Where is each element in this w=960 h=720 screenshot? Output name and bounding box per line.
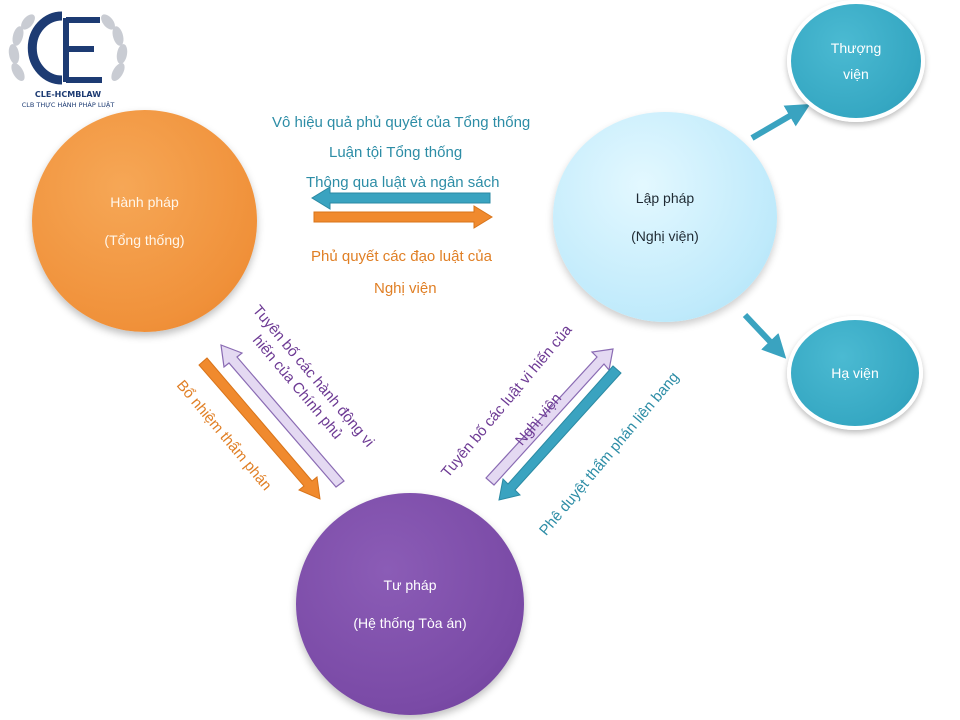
arrow-leg-to-jud xyxy=(498,365,622,501)
label-pass-laws: Thông qua luật và ngân sách xyxy=(306,174,500,191)
executive-subtitle: (Tổng thống) xyxy=(104,232,185,248)
arrow-exec-to-jud xyxy=(198,357,321,500)
legislative-title: Lập pháp xyxy=(635,190,695,206)
legislative-subtitle: (Nghị viện) xyxy=(631,228,699,244)
senate-subtitle: viện xyxy=(843,66,869,82)
logo-org-text: CLE-HCMBLAW xyxy=(35,90,101,99)
label-veto-laws: Phủ quyết các đạo luật của xyxy=(311,248,492,265)
judicial-subtitle: (Hệ thống Tòa án) xyxy=(353,615,467,631)
arrow-jud-to-leg xyxy=(485,348,614,486)
node-executive: Hành pháp (Tổng thống) xyxy=(32,110,257,332)
label-veto-laws-2: Nghị viện xyxy=(374,280,437,297)
ce-monogram xyxy=(27,11,102,85)
house-title: Hạ viện xyxy=(831,365,879,381)
arrow-leg-to-senate xyxy=(750,103,811,141)
arrow-leg-to-house xyxy=(742,312,787,359)
laurel-wreath-icon xyxy=(8,14,128,82)
node-legislative: Lập pháp (Nghị viện) xyxy=(553,112,777,322)
executive-title: Hành pháp xyxy=(110,194,179,210)
logo-tagline-text: CLB THỰC HÀNH PHÁP LUẬT xyxy=(22,100,115,109)
cle-logo: CLE-HCMBLAW CLB THỰC HÀNH PHÁP LUẬT xyxy=(8,11,128,109)
arrow-exec-to-leg xyxy=(313,205,493,229)
arrow-jud-to-exec xyxy=(220,344,345,488)
node-house: Hạ viện xyxy=(787,316,923,430)
label-impeach: Luận tội Tổng thống xyxy=(329,144,463,161)
node-judicial: Tư pháp (Hệ thống Tòa án) xyxy=(296,493,524,715)
label-override-veto: Vô hiệu quả phủ quyết của Tổng thống xyxy=(272,114,531,131)
arrow-leg-to-exec xyxy=(311,186,491,210)
senate-title: Thượng xyxy=(830,40,882,56)
judicial-title: Tư pháp xyxy=(383,577,437,593)
node-senate: Thượng viện xyxy=(787,0,925,122)
